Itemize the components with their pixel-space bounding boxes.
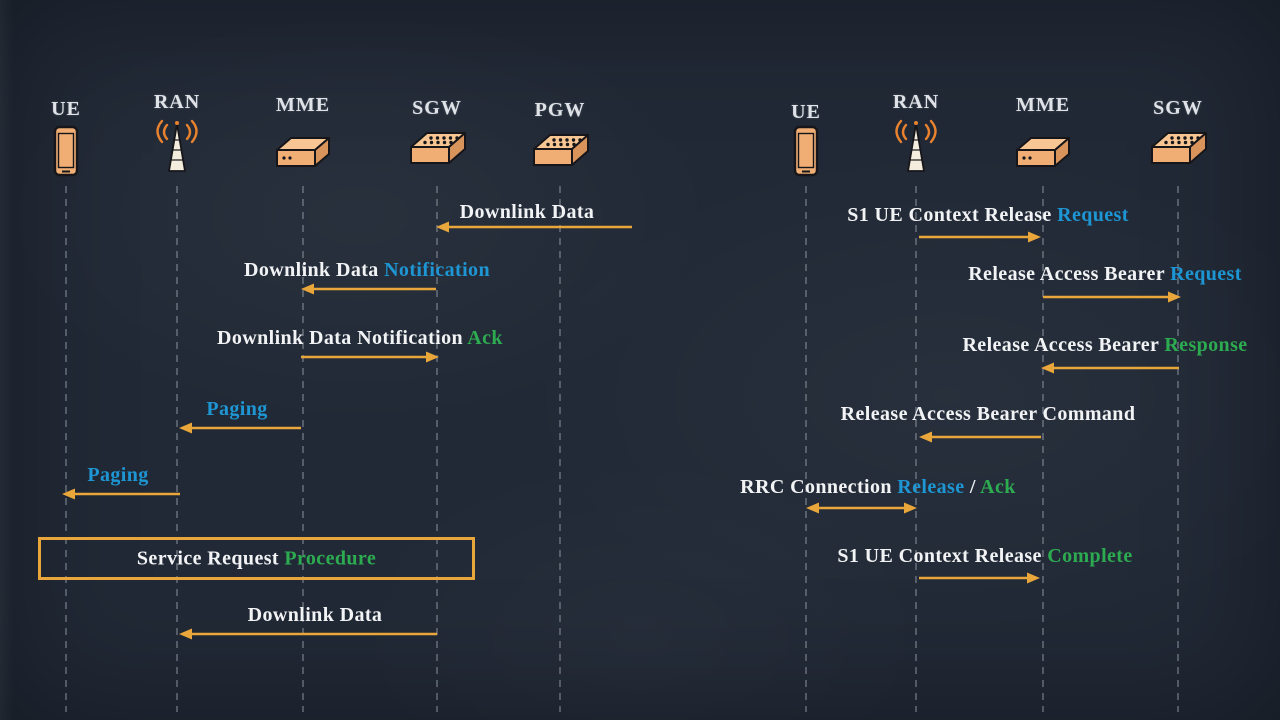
message-label: Release Access Bearer Command xyxy=(841,403,1136,426)
message-label: Downlink Data Notification Ack xyxy=(217,327,503,350)
message-text-segment: Release Access Bearer xyxy=(968,263,1171,285)
message-text-segment: Downlink Data xyxy=(247,604,383,626)
message-text-segment: Downlink Data Notification xyxy=(217,327,468,349)
procedure-label: Service Request Procedure xyxy=(137,547,376,570)
message-label: RRC Connection Release / Ack xyxy=(740,476,1016,499)
message-text-segment: / xyxy=(964,476,981,498)
entity-label-sgw: SGW xyxy=(1153,97,1203,119)
message-text-segment: S1 UE Context Release xyxy=(837,545,1048,567)
message-text-segment: Ack xyxy=(980,476,1016,498)
message-arrow xyxy=(62,488,180,500)
message-arrow xyxy=(1041,362,1179,374)
router-icon xyxy=(1013,120,1073,180)
message-arrow xyxy=(301,351,439,363)
phone-icon xyxy=(36,122,96,182)
message-text-segment: Request xyxy=(1170,263,1242,285)
router-icon xyxy=(273,120,333,180)
message-label: S1 UE Context Release Request xyxy=(847,204,1129,227)
message-text-segment: Release Access Bearer xyxy=(962,334,1165,356)
message-arrow xyxy=(919,431,1041,443)
message-arrow xyxy=(919,231,1041,243)
entity-label-pgw: PGW xyxy=(534,99,586,121)
message-text-segment: RRC Connection xyxy=(740,476,898,498)
message-text-segment: Complete xyxy=(1047,545,1133,567)
message-label: Downlink Data xyxy=(248,604,383,627)
message-label: S1 UE Context Release Complete xyxy=(837,545,1132,568)
message-text-segment: Downlink Data xyxy=(459,201,595,223)
entity-label-ran: RAN xyxy=(892,91,940,113)
message-text-segment: S1 UE Context Release xyxy=(847,204,1058,226)
message-arrow xyxy=(301,283,436,295)
message-arrow xyxy=(1043,291,1181,303)
message-arrow xyxy=(919,572,1040,584)
procedure-box xyxy=(38,537,475,580)
message-text-segment: Downlink Data xyxy=(244,259,385,281)
message-text-segment: Paging xyxy=(87,464,149,486)
entity-label-mme: MME xyxy=(1015,94,1071,116)
entity-label-ran: RAN xyxy=(153,91,201,113)
antenna-icon xyxy=(886,117,946,177)
message-arrow xyxy=(179,628,437,640)
phone-icon xyxy=(776,122,836,182)
entity-label-mme: MME xyxy=(275,94,331,116)
message-text-segment: Request xyxy=(1057,204,1129,226)
message-label: Downlink Data Notification xyxy=(244,259,490,282)
message-text-segment: Paging xyxy=(206,398,268,420)
message-text-segment: Ack xyxy=(467,327,503,349)
entity-label-ue: UE xyxy=(791,101,821,123)
message-text-segment: Release Access Bearer Command xyxy=(840,403,1136,425)
switch-icon xyxy=(407,119,467,179)
antenna-icon xyxy=(147,117,207,177)
message-label: Release Access Bearer Response xyxy=(962,334,1247,357)
message-arrow xyxy=(806,502,917,514)
message-label: Downlink Data xyxy=(460,201,595,224)
entity-label-ue: UE xyxy=(51,98,81,120)
message-label: Release Access Bearer Request xyxy=(968,263,1242,286)
message-arrow xyxy=(179,422,301,434)
switch-icon xyxy=(530,121,590,181)
entity-label-sgw: SGW xyxy=(412,97,462,119)
message-label: Paging xyxy=(206,398,267,421)
message-text-segment: Response xyxy=(1164,334,1248,356)
switch-icon xyxy=(1148,119,1208,179)
message-text-segment: Procedure xyxy=(284,547,377,569)
message-label: Paging xyxy=(87,464,148,487)
message-text-segment: Release xyxy=(897,476,965,498)
message-text-segment: Notification xyxy=(384,259,490,281)
message-text-segment: Service Request xyxy=(136,547,285,569)
